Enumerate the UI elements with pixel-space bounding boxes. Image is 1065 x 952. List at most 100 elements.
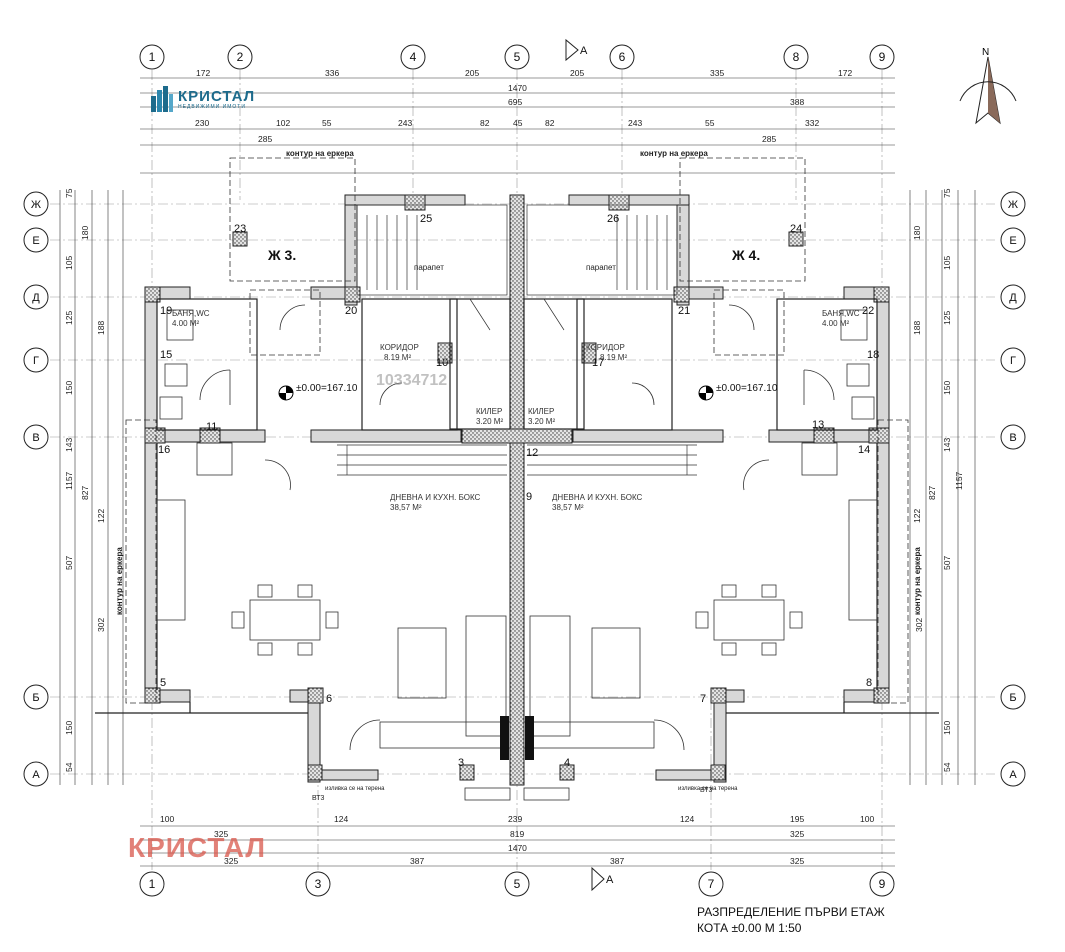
outlet-note-left: изливка се на терена <box>325 786 385 792</box>
axis-label-bottom: 7 <box>708 877 715 891</box>
axis-bubble-left <box>23 424 49 450</box>
axis-label-left: Г <box>33 355 39 367</box>
dimension-lines-top <box>140 77 895 174</box>
parapet-note-right: парапет <box>586 263 616 272</box>
axis-bubble-right <box>1000 761 1026 787</box>
room-label-pantry-left: КИЛЕР <box>476 407 502 416</box>
dimension-value-top: 332 <box>805 118 819 128</box>
element-marker: 6 <box>326 693 332 705</box>
element-marker: 18 <box>867 349 879 361</box>
dimension-value-right: 105 <box>942 256 952 270</box>
dimension-value-right: 125 <box>942 311 952 325</box>
element-marker: 25 <box>420 213 432 225</box>
bay-contours <box>125 157 909 704</box>
axis-label-right: Е <box>1009 235 1016 247</box>
dimension-value-right: 507 <box>942 556 952 570</box>
element-marker: 23 <box>234 223 246 235</box>
axis-label-top: 1 <box>149 50 156 64</box>
element-marker: 16 <box>158 444 170 456</box>
dimension-value-top: 172 <box>196 68 210 78</box>
dimension-value-top: 82 <box>480 118 490 128</box>
axis-label-top: 8 <box>793 50 800 64</box>
dimension-value-top: 205 <box>465 68 479 78</box>
dimension-value-bottom: 100 <box>860 814 874 824</box>
element-marker: 19 <box>160 305 172 317</box>
room-label-pantry-right: КИЛЕР <box>528 407 554 416</box>
dimension-value-left: 188 <box>96 321 106 335</box>
concrete-columns <box>144 194 890 781</box>
axis-label-left: Б <box>32 692 39 704</box>
dimension-value-top: 55 <box>322 118 332 128</box>
element-marker: 17 <box>592 357 604 369</box>
axis-label-bottom: 5 <box>514 877 521 891</box>
level-label-left: ±0.00=167.10 <box>296 383 358 394</box>
unit-label-zh3: Ж 3. <box>267 247 296 263</box>
unit-label-zh4: Ж 4. <box>731 247 760 263</box>
drawing-notes: контур на еркера контур на еркера контур… <box>115 149 922 802</box>
dimension-value-left: 302 <box>96 618 106 632</box>
dimension-value-bottom: 325 <box>214 829 228 839</box>
room-area-bath-left: 4.00 М² <box>172 319 199 328</box>
furniture <box>156 309 878 801</box>
party-wall <box>461 194 573 786</box>
axis-bubble-top <box>783 44 809 70</box>
caption-title: РАЗПРЕДЕЛЕНИЕ ПЪРВИ ЕТАЖ <box>697 905 885 919</box>
dimension-value-bottom: 124 <box>680 814 694 824</box>
axis-label-bottom: 3 <box>315 877 322 891</box>
dimension-value-right: 180 <box>912 226 922 240</box>
dimension-value-top: 1470 <box>508 83 527 93</box>
dimension-value-left: 1157 <box>64 471 74 490</box>
dimension-value-left: 54 <box>64 762 74 772</box>
element-marker: 21 <box>678 305 690 317</box>
axis-label-top: 2 <box>237 50 244 64</box>
room-labels: БАНЯ,WC 4.00 М² БАНЯ,WC 4.00 М² КИЛЕР 3.… <box>172 309 860 512</box>
element-marker: 15 <box>160 349 172 361</box>
axis-bubble-right <box>1000 191 1026 217</box>
room-area-living-right: 38,57 М² <box>552 503 584 512</box>
dimension-value-left: 827 <box>80 486 90 500</box>
room-area-corridor-right: 8.19 М² <box>600 353 627 362</box>
dimension-value-right: 75 <box>942 188 952 198</box>
dimension-value-bottom: 239 <box>508 814 522 824</box>
unit-labels: Ж 3. Ж 4. ±0.00=167.10 ±0.00=167.10 <box>267 247 778 394</box>
dimension-value-bottom: 325 <box>224 856 238 866</box>
dimension-value-right: 188 <box>912 321 922 335</box>
axis-label-right: Ж <box>1008 199 1018 211</box>
dimension-value-top: 388 <box>790 97 804 107</box>
room-area-corridor-left: 8.19 М² <box>384 353 411 362</box>
room-label-corridor-left: КОРИДОР <box>380 343 419 352</box>
logo-top-subtitle: НЕДВИЖИМИ ИМОТИ <box>178 103 246 110</box>
dimension-value-left: 105 <box>64 256 74 270</box>
room-label-living-left: ДНЕВНА И КУХН. БОКС <box>390 493 481 502</box>
svg-text:N: N <box>982 47 989 58</box>
dimension-value-bottom: 195 <box>790 814 804 824</box>
dimension-value-top: 285 <box>762 134 776 144</box>
room-area-pantry-right: 3.20 М² <box>528 417 555 426</box>
dimension-value-top: 243 <box>398 118 412 128</box>
axis-bubble-left <box>23 284 49 310</box>
room-area-pantry-left: 3.20 М² <box>476 417 503 426</box>
element-marker: 12 <box>526 447 538 459</box>
element-marker: 8 <box>866 677 872 689</box>
logo-top-name: КРИСТАЛ <box>178 87 256 105</box>
dimension-value-top: 335 <box>710 68 724 78</box>
section-marks <box>565 38 605 892</box>
dimension-value-right: 827 <box>927 486 937 500</box>
axis-bubble-top <box>400 44 426 70</box>
dimension-value-left: 122 <box>96 509 106 523</box>
axis-bubble-right <box>1000 424 1026 450</box>
dimension-value-top: 102 <box>276 118 290 128</box>
axis-bubble-right <box>1000 684 1026 710</box>
dimension-value-right: 54 <box>942 762 952 772</box>
axis-bubble-right <box>1000 347 1026 373</box>
axis-bubble-top <box>139 44 165 70</box>
axis-label-left: Е <box>32 235 39 247</box>
vt-note-right: ВТ3 <box>700 787 712 794</box>
dimension-value-top: 45 <box>513 118 523 128</box>
section-mark-label: А <box>606 874 614 886</box>
dimension-value-top: 336 <box>325 68 339 78</box>
axis-label-top: 5 <box>514 50 521 64</box>
axis-label-top: 6 <box>619 50 626 64</box>
dimension-value-bottom: 124 <box>334 814 348 824</box>
